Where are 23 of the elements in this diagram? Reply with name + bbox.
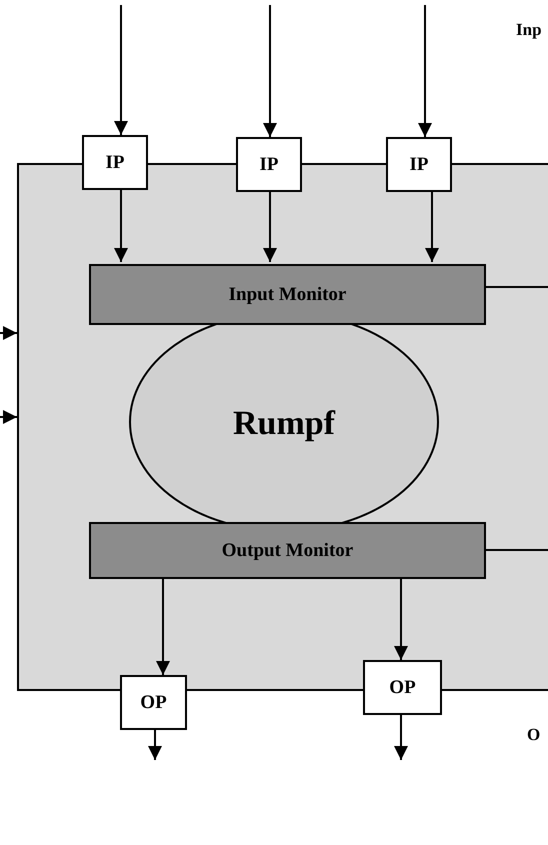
- input-port-box: IP: [236, 137, 302, 192]
- arrow: [263, 5, 277, 137]
- arrow: [114, 190, 128, 262]
- arrow: [418, 5, 432, 137]
- arrow: [263, 192, 277, 262]
- connector-line: [484, 549, 548, 551]
- partial-label: O: [527, 725, 540, 745]
- arrow: [114, 5, 128, 135]
- arrow: [425, 192, 439, 262]
- input-port-box: IP: [82, 135, 148, 190]
- arrow: [394, 715, 408, 760]
- arrow: [148, 730, 162, 760]
- arrow: [394, 577, 408, 660]
- output-port-box: OP: [120, 675, 187, 730]
- input-port-box: IP: [386, 137, 452, 192]
- connector-line: [484, 286, 548, 288]
- monitor-bar: Input Monitor: [89, 264, 486, 325]
- partial-label: Inp: [516, 20, 542, 40]
- output-port-box: OP: [363, 660, 442, 715]
- monitor-bar: Output Monitor: [89, 522, 486, 579]
- arrow: [156, 577, 170, 675]
- arrow: [0, 410, 17, 424]
- arrow: [0, 326, 17, 340]
